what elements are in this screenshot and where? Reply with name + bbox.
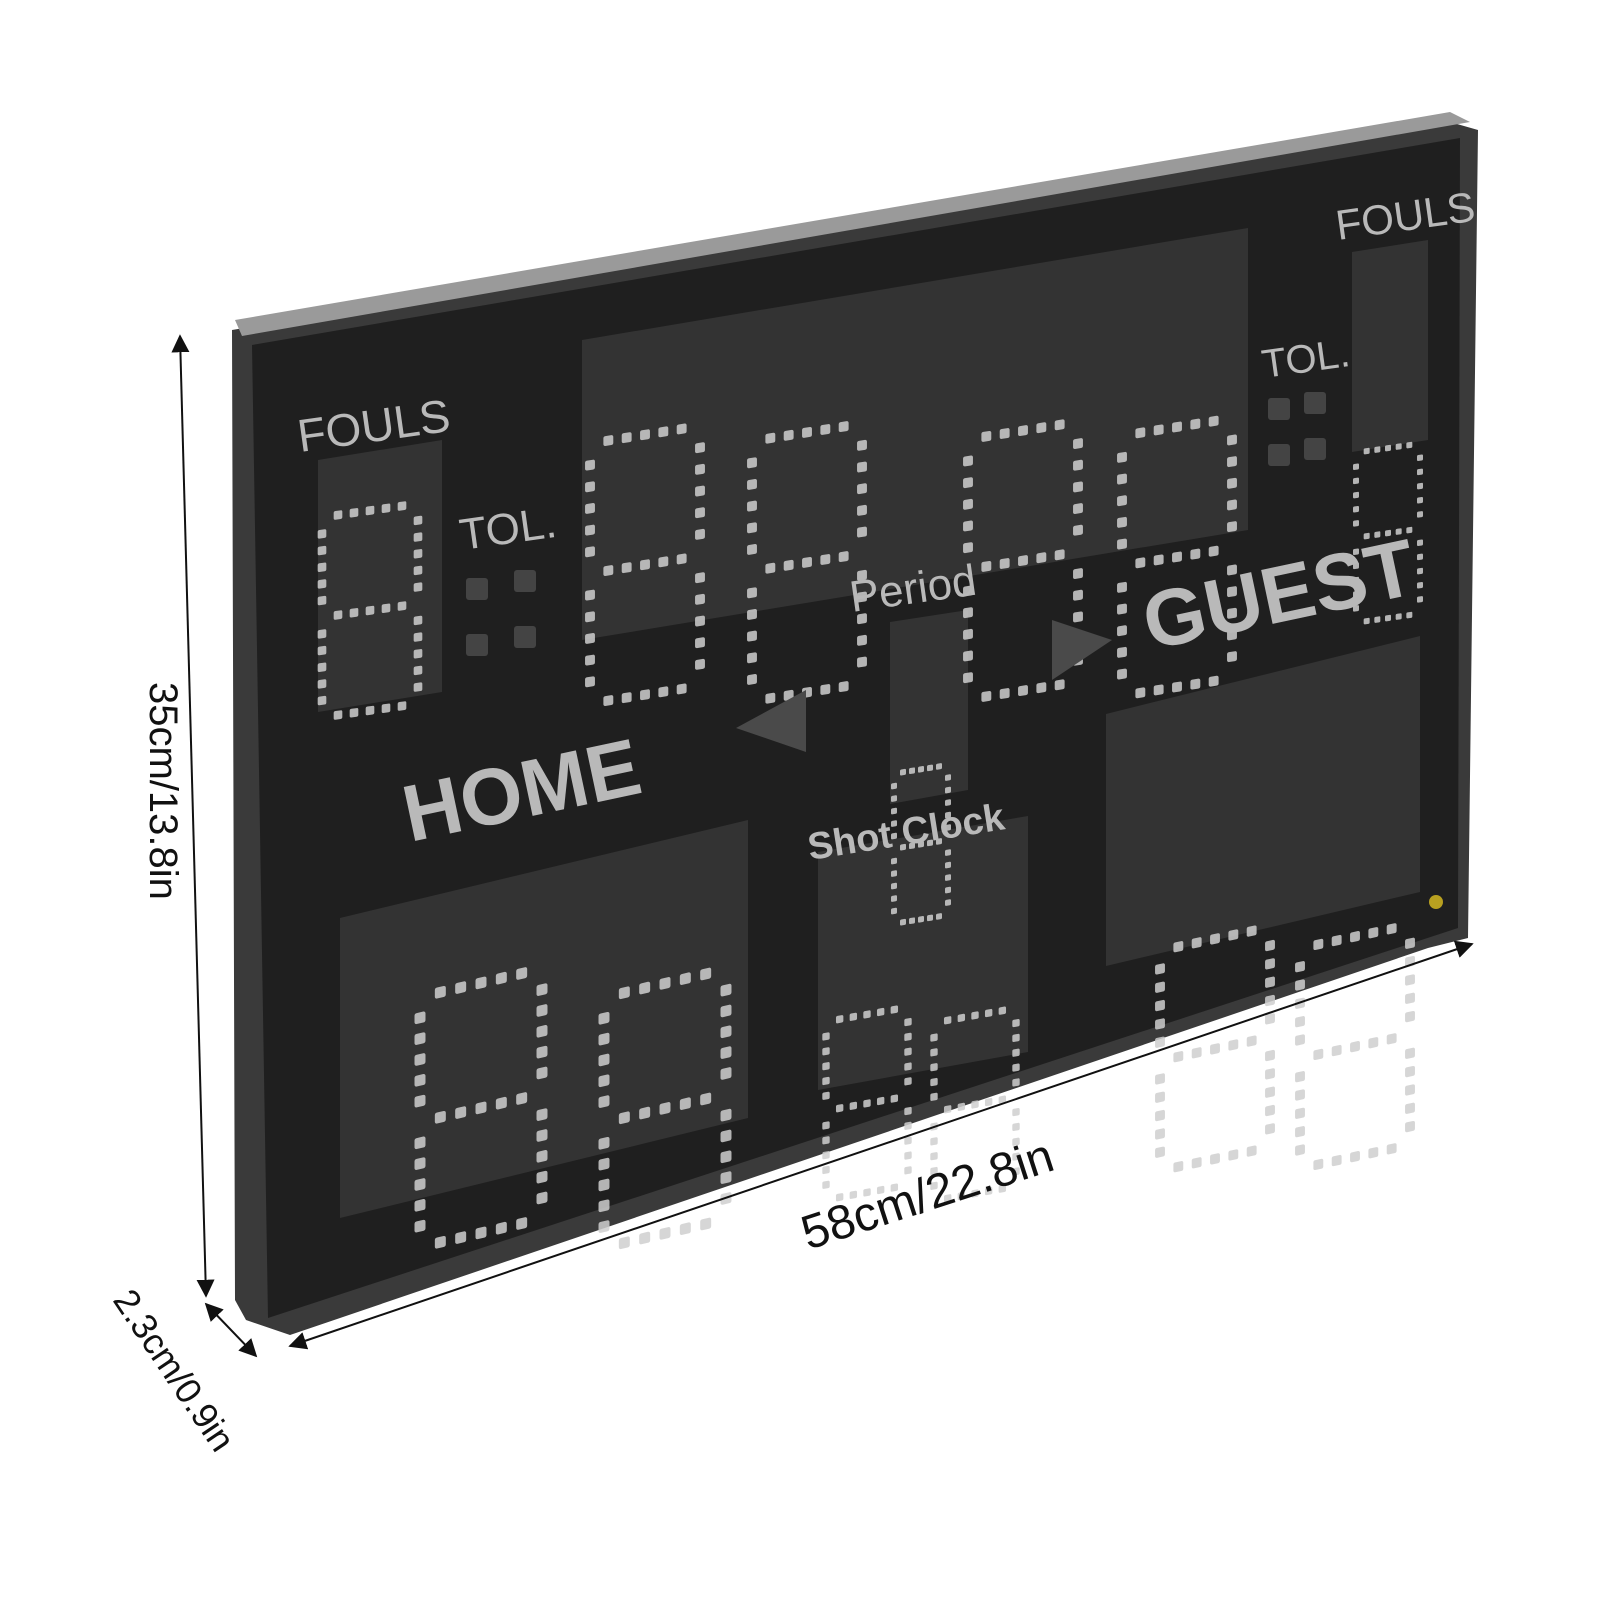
tol-indicators-right xyxy=(1268,392,1326,466)
fouls-right-digit xyxy=(1353,441,1423,625)
height-dimension-line xyxy=(171,334,215,1298)
game-clock-window xyxy=(582,228,1248,640)
guest-score-window xyxy=(1106,636,1420,966)
width-dimension-line xyxy=(288,940,1474,1350)
depth-dimension-label: 2.3cm/0.9in xyxy=(105,1282,243,1459)
frame-highlight xyxy=(235,112,1470,336)
depth-dimension-line xyxy=(204,1302,258,1358)
fouls-left-digit xyxy=(317,501,423,720)
tol-indicators-left xyxy=(466,570,536,656)
clock-digit-1 xyxy=(585,423,705,706)
possession-arrow-left xyxy=(736,690,806,752)
clock-digit-4 xyxy=(1117,415,1237,699)
height-dimension-label: 35cm/13.8in xyxy=(141,682,185,900)
screw-marker xyxy=(1429,895,1443,909)
period-window xyxy=(890,610,968,804)
period-digit xyxy=(891,763,951,926)
possession-arrow-right xyxy=(1052,620,1112,680)
clock-digit-3 xyxy=(963,419,1083,702)
clock-digit-2 xyxy=(747,421,867,704)
fouls-right-window xyxy=(1352,240,1428,452)
fouls-left-window xyxy=(318,440,442,712)
